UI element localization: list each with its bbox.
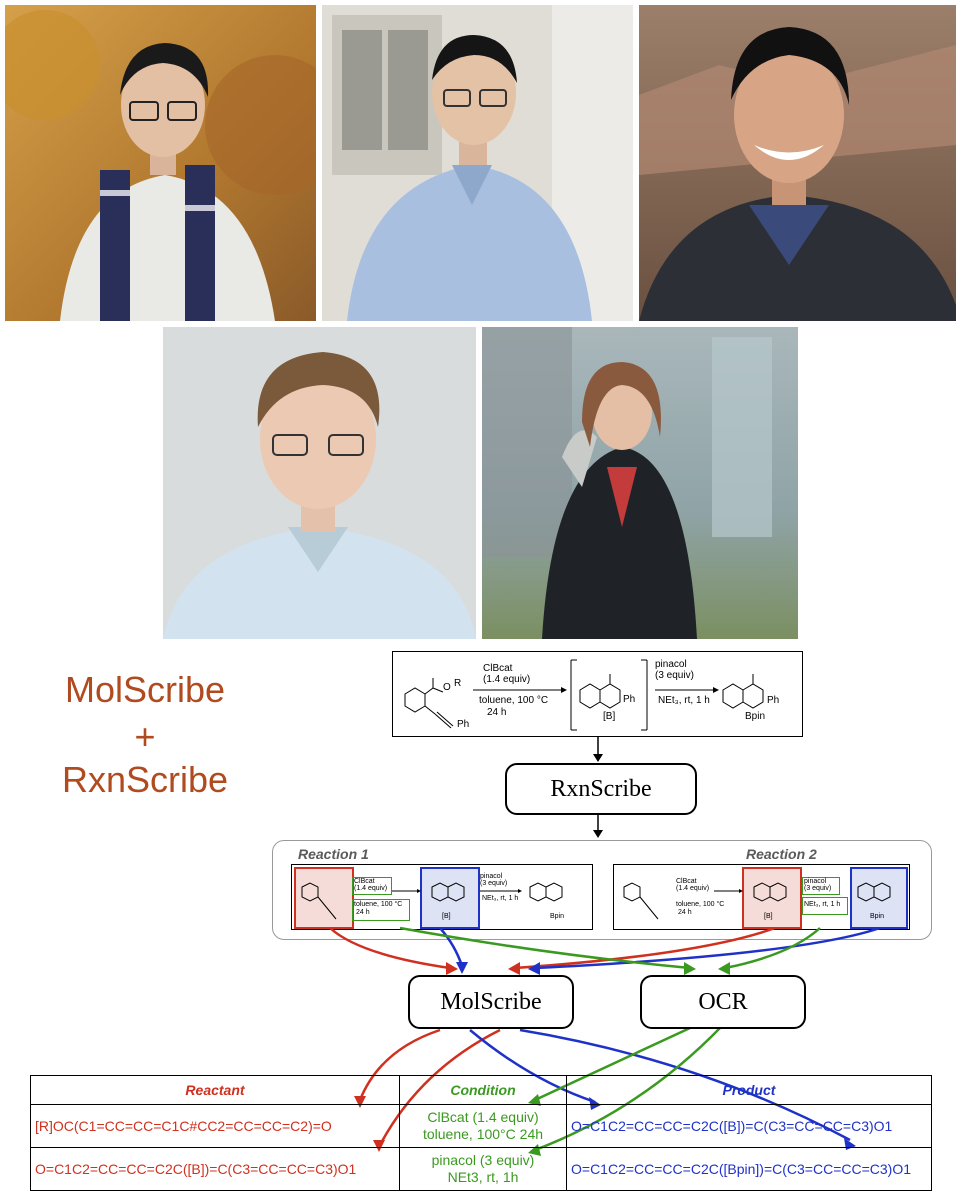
- header-product: Product: [566, 1075, 932, 1105]
- prod-ph-label: Ph: [767, 695, 780, 706]
- photo-person-3: [639, 5, 956, 321]
- reagent-2-amount: (3 equiv): [655, 670, 694, 681]
- rxnscribe-node: RxnScribe: [505, 763, 697, 815]
- r1-time-text: 24 h: [356, 909, 370, 916]
- molscribe-node: MolScribe: [408, 975, 574, 1029]
- reaction-1-thumb: ClBcat (1.4 equiv) toluene, 100 °C 24 h …: [291, 864, 593, 930]
- r1-reagent2-text: pinacol: [480, 873, 503, 880]
- reagent-2-label: pinacol: [655, 659, 687, 670]
- row1-condition-line1: ClBcat (1.4 equiv): [427, 1109, 539, 1126]
- reagent-1-amount: (1.4 equiv): [483, 674, 531, 685]
- row1-reactant: [R]OC(C1=CC=CC=C1C#CC2=CC=CC=C2)=O: [30, 1104, 400, 1148]
- photo-person-1: [5, 5, 316, 321]
- row1-condition: ClBcat (1.4 equiv) toluene, 100°C 24h: [399, 1104, 567, 1148]
- row2-product: O=C1C2=CC=CC=C2C([Bpin])=C(C3=CC=CC=C3)O…: [566, 1147, 932, 1191]
- row2-reactant: O=C1C2=CC=CC=C2C([B])=C(C3=CC=CC=C3)O1: [30, 1147, 400, 1191]
- r2-bpin-text: Bpin: [870, 913, 885, 920]
- r2-reagent-text: ClBcat: [676, 878, 697, 885]
- r2-reagent-amt: (1.4 equiv): [676, 885, 710, 892]
- reaction-1-label: Reaction 1: [298, 846, 369, 862]
- reaction-scheme-input: O R Ph ClBcat (1.4 equiv) toluene, 100 °…: [392, 651, 803, 737]
- condition-2-label: NEt₃, rt, 1 h: [658, 695, 710, 706]
- int-boron-label: [B]: [603, 711, 616, 722]
- int-ph-label: Ph: [623, 694, 636, 705]
- header-reactant: Reactant: [30, 1075, 400, 1105]
- photo-person-4: [163, 327, 476, 639]
- header-condition: Condition: [399, 1075, 567, 1105]
- r2-reagent2-text: pinacol: [804, 878, 827, 885]
- r2-condition-box: [802, 897, 848, 915]
- r2-reagent-box: [802, 877, 840, 895]
- r1-cond2-text: NEt₃, rt, 1 h: [482, 895, 519, 902]
- sm-r-label: R: [454, 678, 462, 689]
- row2-condition-line1: pinacol (3 equiv): [431, 1152, 535, 1169]
- row1-product: O=C1C2=CC=CC=C2C([B])=C(C3=CC=CC=C3)O1: [566, 1104, 932, 1148]
- time-1-label: 24 h: [487, 707, 507, 718]
- r2-reagent2-amt: (3 equiv): [804, 885, 832, 892]
- photo-person-5: [482, 327, 798, 639]
- r2-cond2-text: NEt₃, rt, 1 h: [804, 901, 841, 908]
- r2-cond-text: toluene, 100 °C: [676, 901, 725, 908]
- r1-bpin-text: Bpin: [550, 913, 565, 920]
- reagent-1-label: ClBcat: [483, 663, 513, 674]
- results-table: Reactant Condition Product [R]OC(C1=CC=C…: [30, 1075, 932, 1191]
- r1-condition-box: [352, 899, 410, 921]
- r1-reagent-text: ClBcat: [354, 878, 375, 885]
- table-row: [R]OC(C1=CC=CC=C1C#CC2=CC=CC=C2)=O ClBca…: [30, 1104, 932, 1148]
- sm-ph-label: Ph: [457, 719, 470, 730]
- brand-plus: +: [134, 716, 156, 757]
- row2-condition-line2: NEt3, rt, 1h: [447, 1169, 519, 1185]
- r1-cond-text: toluene, 100 °C: [354, 901, 403, 908]
- ocr-node: OCR: [640, 975, 806, 1029]
- table-header-row: Reactant Condition Product: [30, 1075, 932, 1105]
- prod-bpin-label: Bpin: [745, 711, 766, 722]
- r2-boron-text: [B]: [764, 913, 773, 920]
- photo-person-2: [322, 5, 633, 321]
- r1-reagent-amt: (1.4 equiv): [354, 885, 388, 892]
- sm-o-label: O: [443, 682, 451, 693]
- brand-molscribe: MolScribe: [64, 669, 226, 710]
- row1-condition-line2: toluene, 100°C 24h: [422, 1126, 544, 1142]
- row2-condition: pinacol (3 equiv) NEt3, rt, 1h: [399, 1147, 567, 1191]
- r1-boron-text: [B]: [442, 913, 451, 920]
- r1-reagent-box: [352, 877, 392, 895]
- table-row: O=C1C2=CC=CC=C2C([B])=C(C3=CC=CC=C3)O1 p…: [30, 1147, 932, 1191]
- brand-rxnscribe: RxnScribe: [61, 759, 229, 800]
- condition-1-label: toluene, 100 °C: [479, 695, 549, 706]
- r2-time-text: 24 h: [678, 909, 692, 916]
- r1-reagent2-amt: (3 equiv): [480, 880, 508, 887]
- reaction-2-label: Reaction 2: [746, 846, 817, 862]
- reaction-2-thumb: ClBcat (1.4 equiv) toluene, 100 °C 24 h …: [613, 864, 910, 930]
